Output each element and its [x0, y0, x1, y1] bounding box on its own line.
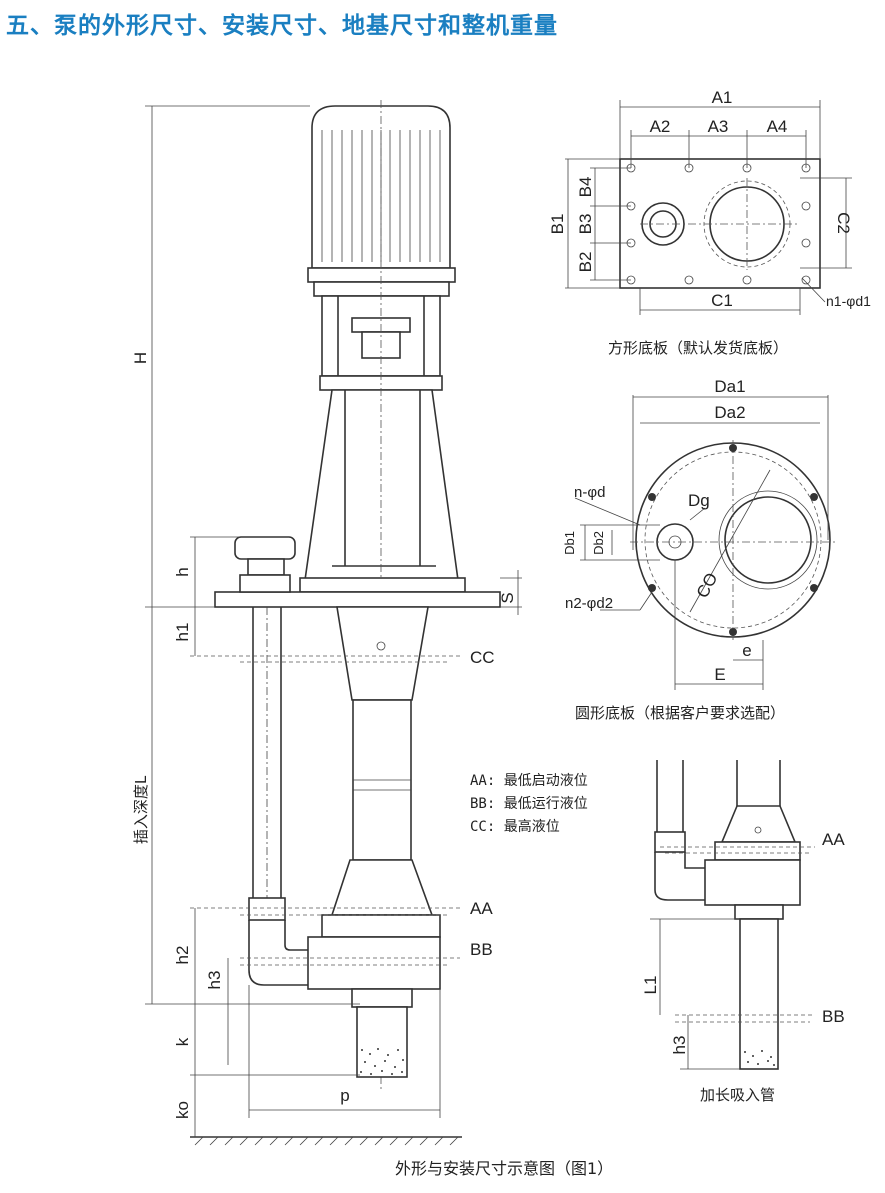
label-h2: h2 [173, 946, 192, 965]
label-Db1: Db1 [562, 531, 577, 555]
legend-AA: AA: 最低启动液位 [470, 773, 588, 789]
liquid-level-legend: AA: 最低启动液位 BB: 最低运行液位 CC: 最高液位 [470, 773, 588, 835]
dimension-lines [145, 105, 522, 1137]
main-caption: 外形与安装尺寸示意图（图1） [395, 1159, 613, 1178]
label-h: h [173, 567, 192, 576]
ext-label-BB: BB [822, 1007, 845, 1026]
label-B1: B1 [548, 214, 567, 235]
ground-hatch [194, 1136, 459, 1146]
label-k: k [173, 1037, 192, 1046]
legend-CC: CC: 最高液位 [470, 818, 560, 835]
ext-label-h3: h3 [670, 1036, 689, 1055]
label-e: e [742, 641, 751, 660]
square-plate-caption: 方形底板（默认发货底板） [608, 339, 788, 357]
legend-BB: BB: 最低运行液位 [470, 796, 588, 812]
label-B4: B4 [576, 177, 595, 198]
square-plate-view: A1 A2 A3 A4 B1 B2 B3 B4 C1 C2 n1-φd1 方形底… [548, 88, 871, 357]
label-A3: A3 [708, 117, 729, 136]
label-B2: B2 [576, 252, 595, 273]
section-title: 五、泵的外形尺寸、安装尺寸、地基尺寸和整机重量 [6, 13, 558, 39]
label-n2-d2: n2-φd2 [565, 595, 613, 612]
label-E: E [714, 665, 725, 684]
main-pump-view: H h h1 S CC 插入深度L AA BB h2 h3 k p ko 外形与… [131, 100, 613, 1178]
label-A2: A2 [650, 117, 671, 136]
ext-caption: 加长吸入管 [700, 1086, 775, 1104]
bolt-holes-round [648, 444, 818, 636]
bolt-holes [626, 163, 811, 285]
label-A4: A4 [767, 117, 788, 136]
label-C1: C1 [711, 291, 733, 310]
ext-label-AA: AA [822, 830, 845, 849]
label-C2: C2 [834, 212, 853, 234]
label-p: p [340, 1086, 349, 1105]
label-Da2: Da2 [714, 403, 745, 422]
label-Dg: Dg [688, 491, 710, 510]
label-BB: BB [470, 940, 493, 959]
ext-label-L1: L1 [641, 976, 660, 995]
label-B3: B3 [576, 214, 595, 235]
label-H: H [131, 352, 150, 364]
label-insertion-depth: 插入深度L [132, 775, 150, 844]
label-ko: ko [173, 1101, 192, 1119]
label-Db2: Db2 [591, 531, 606, 555]
label-CC: CC [470, 648, 495, 667]
extended-suction-view: AA L1 BB h3 加长吸入管 [641, 760, 845, 1104]
label-A1: A1 [712, 88, 733, 107]
round-plate-view: Da1 Da2 n-φd Dg Db1 Db2 CO n2-φd2 e E 圆形… [562, 377, 835, 722]
label-h1: h1 [173, 623, 192, 642]
label-S: S [498, 592, 517, 603]
label-h3: h3 [205, 971, 224, 990]
round-plate-caption: 圆形底板（根据客户要求选配） [575, 704, 785, 722]
pump-casing [307, 936, 441, 990]
label-Da1: Da1 [714, 377, 745, 396]
base-plate [214, 591, 501, 608]
label-AA: AA [470, 899, 493, 918]
label-n-d: n-φd [574, 484, 605, 501]
label-n1-d1: n1-φd1 [826, 293, 871, 309]
